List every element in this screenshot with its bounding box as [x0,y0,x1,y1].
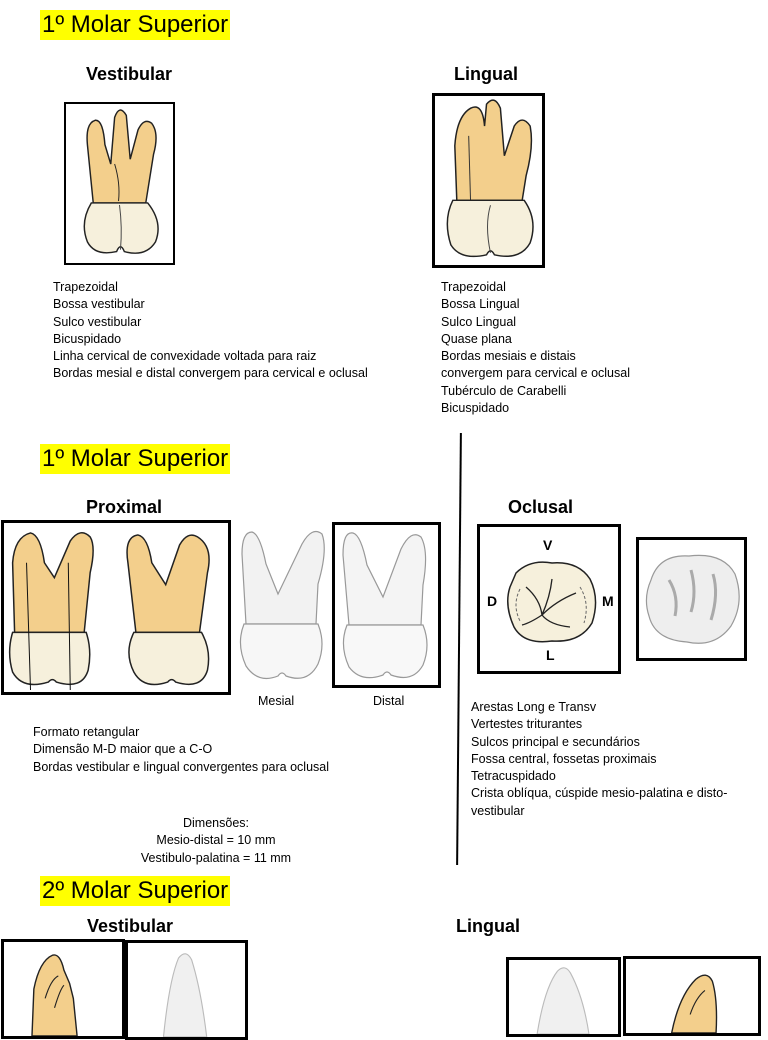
oclusal-notes: Arestas Long e Transv Vertestes trituran… [471,699,727,820]
oclusal-diagram-image: V L D M [477,524,621,674]
note-line: Formato retangular [33,725,140,739]
tooth-proximal-drawing [8,532,210,691]
oclusal-photo-image [636,537,747,661]
note-line: Linha cervical de convexidade voltada pa… [53,349,317,364]
note-line: Trapezoidal [441,280,506,294]
note-line: Vertestes triturantes [471,717,583,732]
orientation-v: V [543,537,553,553]
proximal-heading: Proximal [86,497,163,517]
tooth-distal-drawing [342,532,428,679]
section-title-3: 2º Molar Superior [40,876,231,906]
note-line: Quase plana [441,331,512,346]
vestibular-heading: Vestibular [86,64,173,84]
note-line: Trapezoidal [53,280,118,294]
note-line: Bossa vestibular [53,297,145,312]
oclusal-heading: Oclusal [508,497,574,517]
note-line: Bicuspidado [441,401,510,416]
second-molar-lingual-image [623,956,761,1036]
lingual-heading-2: Lingual [456,916,520,936]
note-line: Bordas mesial e distal convergem para ce… [53,366,368,381]
tooth-oclusal-drawing [507,561,597,643]
tooth-oclusal-grey-drawing [645,554,740,644]
note-line: convergem para cervical e oclusal [441,366,630,381]
orientation-l: L [546,647,555,663]
vestibular-heading-2: Vestibular [87,916,174,936]
tooth-second-vestibular-grey-drawing [162,953,208,1037]
vestibular-tooth-image [64,102,175,265]
note-line: Bicuspidado [53,331,122,346]
second-molar-vestibular-grey-image [125,940,248,1040]
note-line: Dimensão M-D maior que a C-O [33,742,213,757]
second-molar-lingual-grey-image [506,957,621,1037]
note-line: Arestas Long e Transv [471,700,597,714]
dimensions-heading: Dimensões: [183,816,249,830]
note-line: Bordas vestibular e lingual convergentes… [33,759,330,774]
note-line: Bossa Lingual [441,297,520,312]
second-molar-vestibular-image [1,939,125,1039]
lingual-notes: Trapezoidal Bossa Lingual Sulco Lingual … [441,279,630,417]
proximal-tooth-image [1,520,231,695]
proximal-notes: Formato retangular Dimensão M-D maior qu… [33,724,329,776]
section-title-2: 1º Molar Superior [40,444,231,474]
note-line: Sulcos principal e secundários [471,734,640,749]
tooth-lingual-drawing [446,99,534,258]
note-line: Sulco Lingual [441,314,517,329]
mesial-tooth-image [232,524,332,689]
note-line: vestibular [471,803,525,818]
lingual-tooth-image [432,93,545,268]
vestibular-notes: Trapezoidal Bossa vestibular Sulco vesti… [53,279,368,383]
distal-label: Distal [373,694,405,708]
orientation-m: M [602,593,614,609]
dimension-line: Mesio-distal = 10 mm [156,833,276,848]
tooth-vestibular-drawing [83,109,159,254]
tooth-mesial-drawing [239,531,325,679]
note-line: Tubérculo de Carabelli [441,383,567,398]
tooth-second-vestibular-drawing [31,954,78,1036]
note-line: Tetracuspidado [471,769,556,784]
distal-tooth-image [332,522,441,688]
note-line: Crista oblíqua, cúspide mesio-palatina e… [471,786,728,801]
tooth-second-lingual-grey-drawing [536,967,590,1034]
lingual-heading: Lingual [454,64,518,84]
dimensions-block: Dimensões: Mesio-distal = 10 mm Vestibul… [116,815,316,867]
orientation-d: D [487,593,498,609]
note-line: Sulco vestibular [53,314,142,329]
note-line: Bordas mesiais e distais [441,349,576,364]
dimension-line: Vestibulo-palatina = 11 mm [140,850,292,865]
note-line: Fossa central, fossetas proximais [471,751,657,766]
mesial-label: Mesial [258,694,295,708]
section-title-1: 1º Molar Superior [40,10,231,40]
section-divider [456,433,462,865]
tooth-second-lingual-drawing [670,974,718,1033]
